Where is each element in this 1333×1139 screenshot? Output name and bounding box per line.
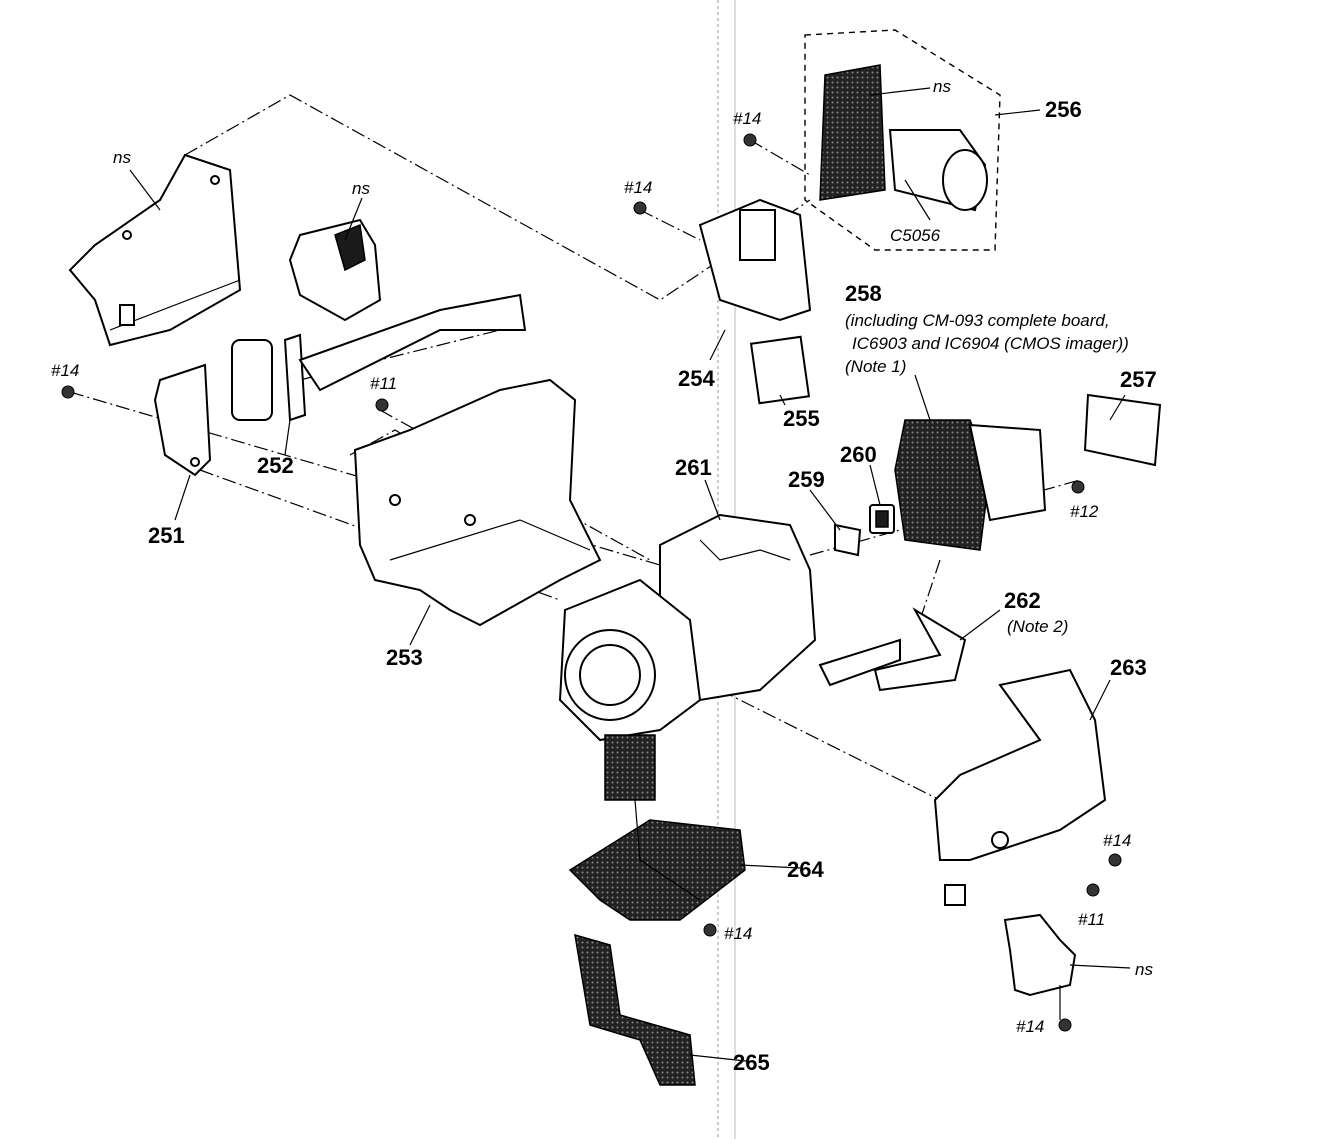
label-screw-14-left: #14 bbox=[51, 361, 79, 380]
label-screw-11-263: #11 bbox=[1078, 910, 1105, 929]
top-middle-holder bbox=[288, 218, 382, 322]
ref-254: 254 bbox=[678, 366, 715, 391]
screw-263-11 bbox=[1086, 883, 1100, 897]
label-screw-14-top-middle: #14 bbox=[624, 178, 652, 197]
ref-257: 257 bbox=[1120, 367, 1157, 392]
label-ns-top-left: ns bbox=[113, 148, 131, 167]
ref-251: 251 bbox=[148, 523, 185, 548]
assembly-256-outline bbox=[804, 29, 1001, 251]
screw-middle-11 bbox=[375, 398, 389, 412]
part-260-inner bbox=[875, 510, 889, 528]
ref-255: 255 bbox=[783, 406, 820, 431]
notes: (including CM-093 complete board, IC6903… bbox=[845, 311, 1129, 636]
ref-263: 263 bbox=[1110, 655, 1147, 680]
ref-258: 258 bbox=[845, 281, 882, 306]
part-254-bracket bbox=[698, 198, 812, 322]
note-258-line2: IC6903 and IC6904 (CMOS imager)) bbox=[852, 334, 1129, 353]
label-screw-14-264: #14 bbox=[724, 924, 752, 943]
part-264-board bbox=[568, 799, 746, 921]
ref-253: 253 bbox=[386, 645, 423, 670]
ref-260: 260 bbox=[840, 442, 877, 467]
screws bbox=[61, 133, 1122, 1032]
note-262: (Note 2) bbox=[1007, 617, 1068, 636]
part-265-flex bbox=[574, 933, 696, 1086]
part-252-connector bbox=[231, 333, 307, 422]
ref-265: 265 bbox=[733, 1050, 770, 1075]
label-ns-256: ns bbox=[933, 77, 951, 96]
label-screw-11-middle: #11 bbox=[370, 374, 397, 393]
lens-flex-cable bbox=[604, 734, 656, 801]
screw-bottom-14 bbox=[1058, 1018, 1072, 1032]
leader-lines bbox=[129, 87, 1131, 1063]
part-255-plate bbox=[749, 335, 811, 405]
label-screw-14-top-right: #14 bbox=[733, 109, 761, 128]
part-259-filter bbox=[834, 523, 862, 557]
top-left-bracket bbox=[68, 153, 242, 347]
label-ns-top-middle: ns bbox=[352, 179, 370, 198]
reference-numbers: 256 258 257 254 255 260 261 259 252 251 … bbox=[148, 97, 1157, 1075]
ref-252: 252 bbox=[257, 453, 294, 478]
part-251-bracket bbox=[153, 363, 212, 477]
label-screw-14-bottom: #14 bbox=[1016, 1017, 1044, 1036]
ref-262: 262 bbox=[1004, 588, 1041, 613]
ref-259: 259 bbox=[788, 467, 825, 492]
ref-256: 256 bbox=[1045, 97, 1082, 122]
flex-cable-upper bbox=[298, 293, 527, 392]
ref-264: 264 bbox=[787, 857, 824, 882]
bottom-right-bracket bbox=[1003, 913, 1077, 1020]
label-ns-bottom-right: ns bbox=[1135, 960, 1153, 979]
part-262-flex-cable bbox=[818, 607, 967, 692]
screw-264-14 bbox=[703, 923, 717, 937]
label-screw-12: #12 bbox=[1070, 502, 1099, 521]
screw-263-14 bbox=[1108, 853, 1122, 867]
screw-top-middle-14 bbox=[633, 201, 647, 215]
label-c5056: C5056 bbox=[890, 226, 941, 245]
screw-left-14 bbox=[61, 385, 75, 399]
screw-right-12 bbox=[1071, 480, 1085, 494]
part-256-board bbox=[819, 64, 988, 212]
ref-261: 261 bbox=[675, 455, 712, 480]
note-258-line3: (Note 1) bbox=[845, 357, 906, 376]
part-263-bracket bbox=[933, 668, 1107, 906]
part-253-frame bbox=[353, 378, 602, 627]
note-258-line1: (including CM-093 complete board, bbox=[845, 311, 1110, 330]
label-screw-14-263: #14 bbox=[1103, 831, 1131, 850]
part-258-cmos-board bbox=[894, 419, 1047, 551]
screw-top-right-14 bbox=[743, 133, 757, 147]
part-261-lens-block bbox=[558, 513, 817, 742]
part-257-sheet bbox=[1083, 393, 1162, 467]
part-labels: ns ns ns ns C5056 #14 #14 #14 #11 #12 #1… bbox=[51, 77, 1153, 1036]
